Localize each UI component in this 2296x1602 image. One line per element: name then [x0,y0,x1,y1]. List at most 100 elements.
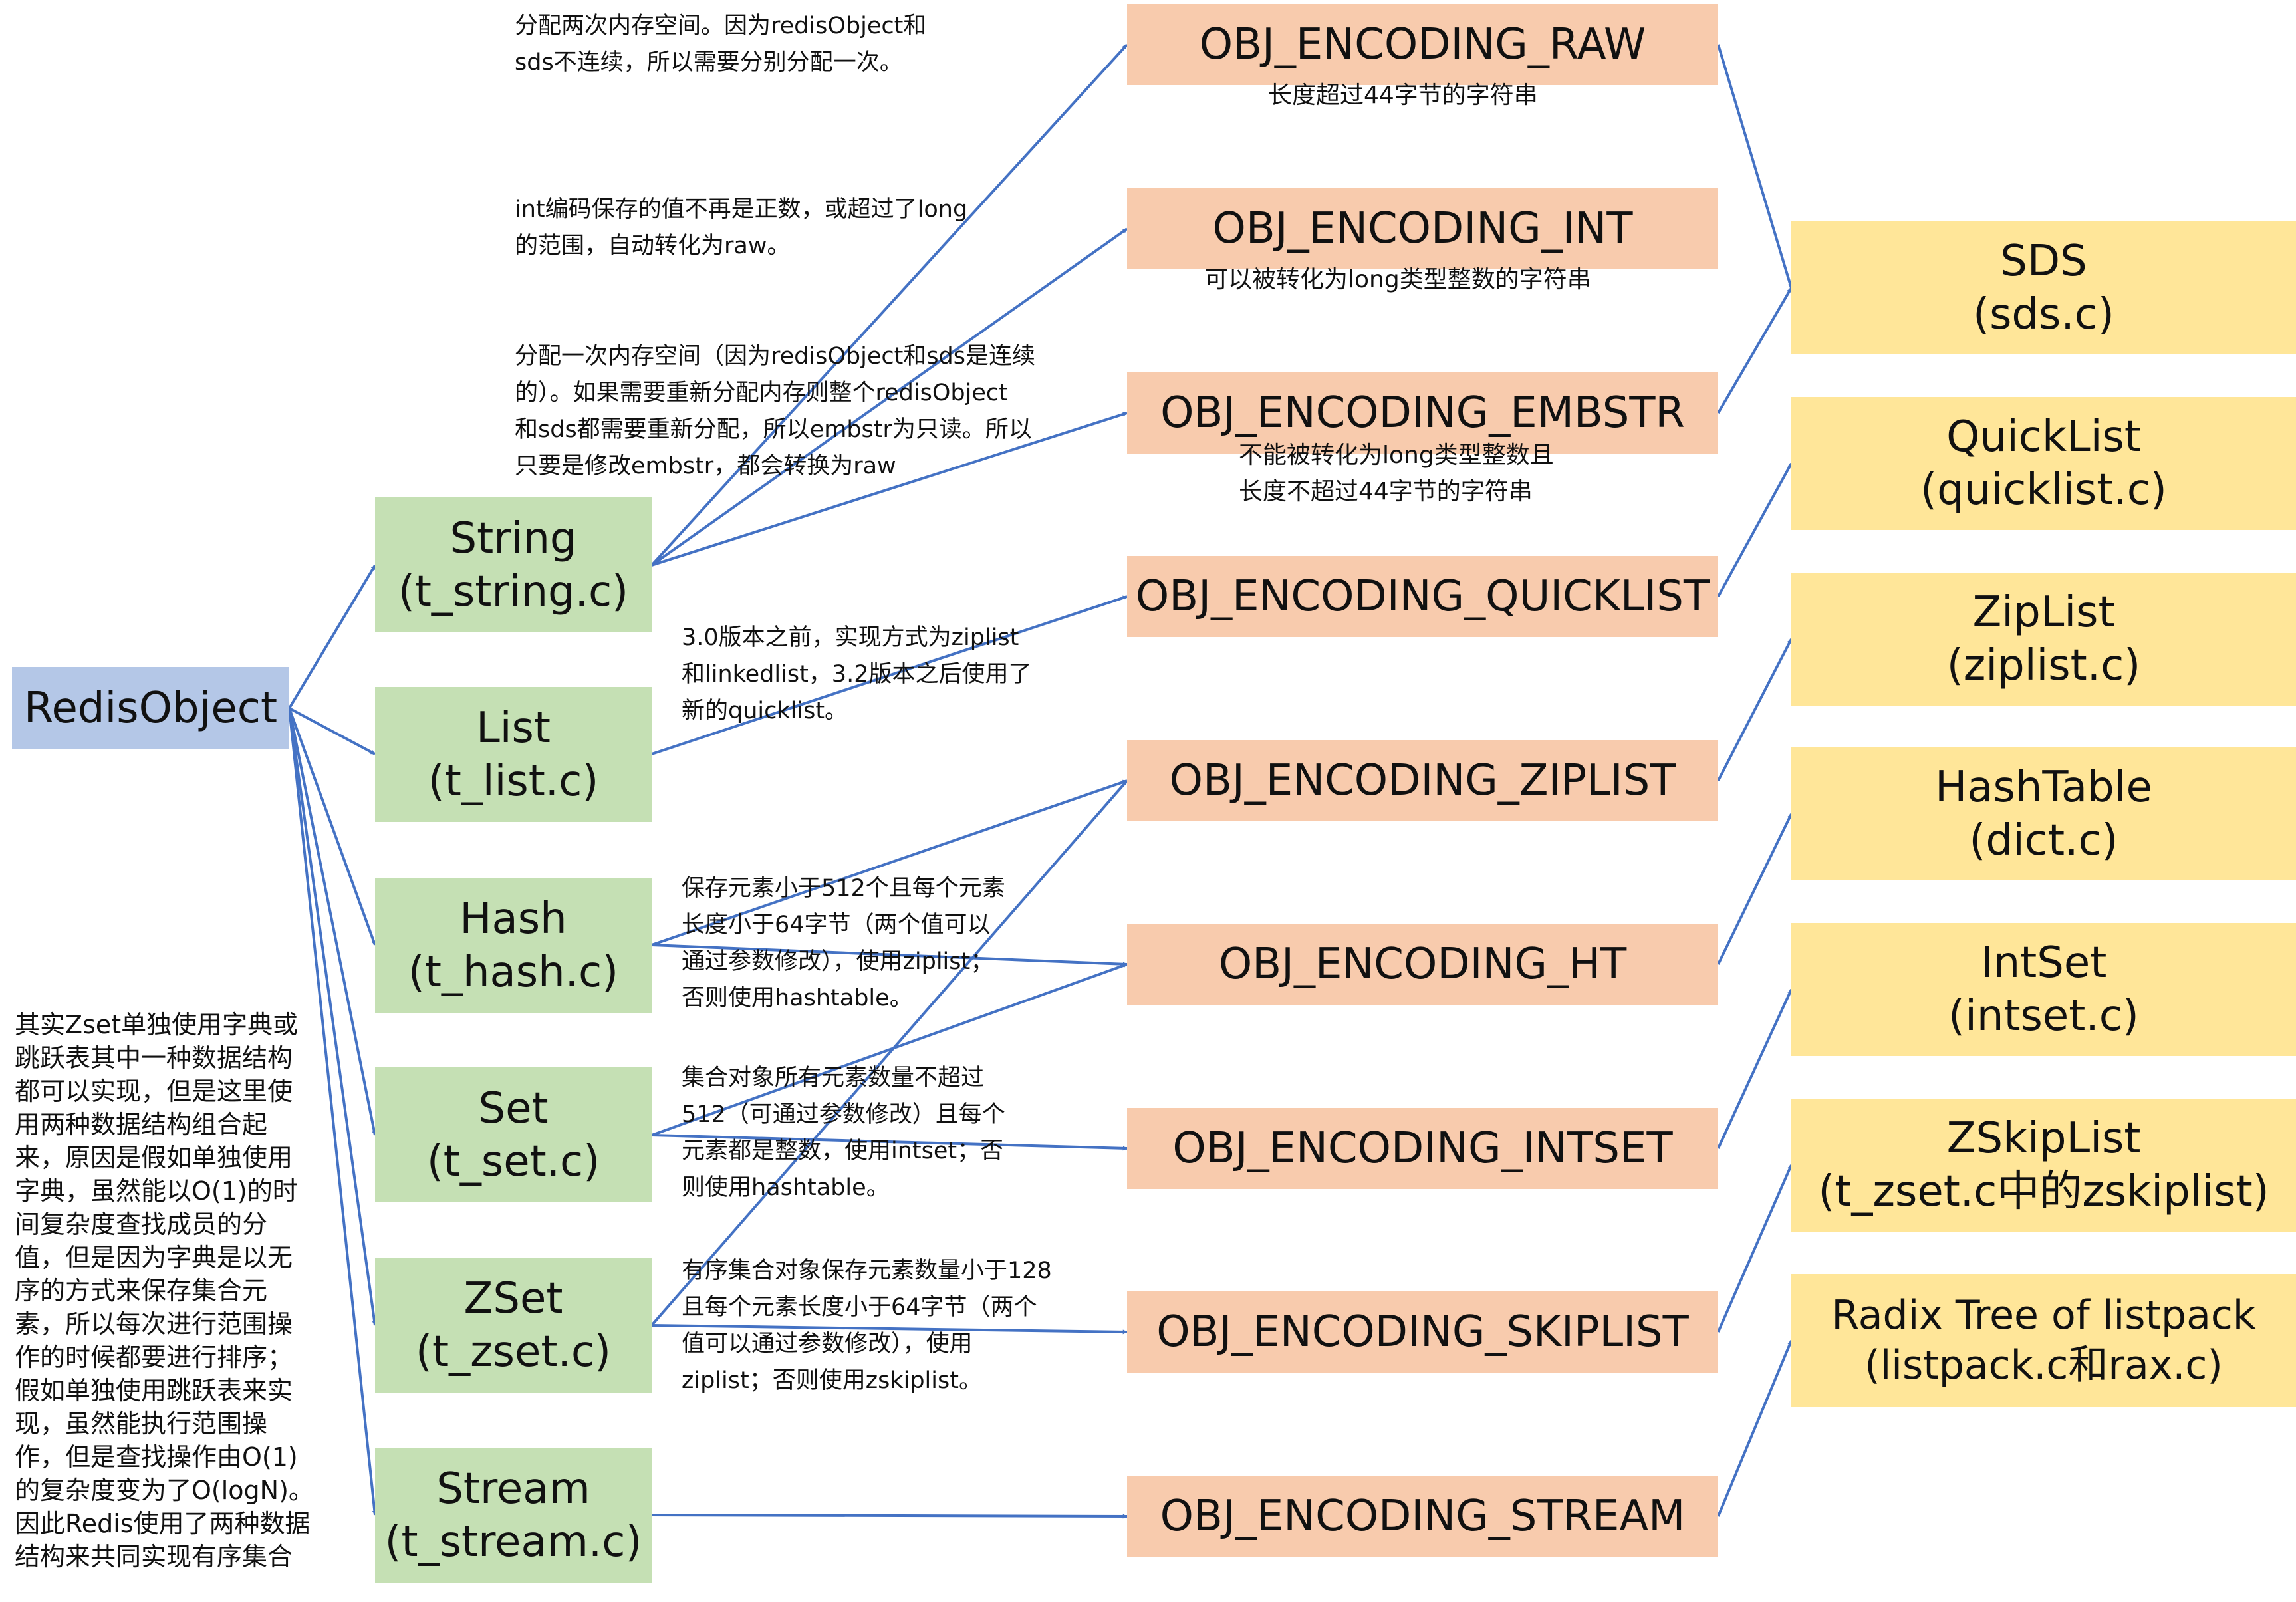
note-line: 新的quicklist。 [682,698,848,724]
note-list: 3.0版本之前，实现方式为ziplist 和linkedlist，3.2版本之后… [682,620,1031,730]
node-structure-sds: SDS (sds.c) [1791,221,2296,354]
structure-name: IntSet [1980,938,2107,988]
type-file: (t_stream.c) [384,1517,642,1567]
note-line: 值，但是因为字典是以无 [15,1243,293,1272]
node-encoding-quicklist: OBJ_ENCODING_QUICKLIST [1127,556,1718,637]
encoding-label: OBJ_ENCODING_INTSET [1172,1124,1673,1173]
structure-name: SDS [2000,237,2087,286]
encoding-label: OBJ_ENCODING_RAW [1199,20,1646,69]
desc-line: 不能被转化为long类型整数且 [1239,442,1554,469]
edge-root-to-hash [288,708,376,946]
encoding-label: OBJ_ENCODING_ZIPLIST [1169,756,1676,805]
edge-root-to-stream [288,708,377,1516]
node-type-zset: ZSet (t_zset.c) [375,1258,652,1393]
structure-file: (ziplist.c) [1946,641,2141,690]
note-line: 通过参数修改），使用ziplist； [682,948,994,975]
edge-string-to-embstr [651,412,1128,567]
note-line: 的范围，自动转化为raw。 [515,233,791,259]
node-encoding-ht: OBJ_ENCODING_HT [1127,924,1718,1005]
note-raw: 分配两次内存空间。因为redisObject和 sds不连续，所以需要分别分配一… [515,8,926,81]
encoding-label: OBJ_ENCODING_STREAM [1160,1492,1686,1541]
note-line: 元素都是整数，使用intset；否 [682,1138,1004,1164]
note-line: 分配两次内存空间。因为redisObject和 [515,13,927,39]
note-line: sds不连续，所以需要分别分配一次。 [515,49,903,76]
type-file: (t_zset.c) [416,1327,611,1377]
edge-root-to-list [289,707,376,755]
note-line: 作，但是查找操作由O(1) [15,1442,298,1472]
type-name: List [476,703,551,753]
structure-name: QuickList [1946,412,2141,462]
edge-ziplist-to-ziplist [1717,638,1793,781]
edge-hash-to-ht [651,944,1128,967]
node-encoding-skiplist: OBJ_ENCODING_SKIPLIST [1127,1291,1718,1373]
note-embstr: 分配一次内存空间（因为redisObject和sds是连续 的）。如果需要重新分… [515,338,1035,485]
encoding-label: OBJ_ENCODING_HT [1218,940,1627,989]
note-line: 其实Zset单独使用字典或 [15,1010,299,1039]
edge-embstr-to-sds [1717,287,1793,414]
type-file: (t_hash.c) [408,947,619,997]
note-line: 保存元素小于512个且每个元素 [682,875,1005,902]
edge-list-to-quicklist [651,595,1128,755]
note-zset: 有序集合对象保存元素数量小于128 且每个元素长度小于64字节（两个 值可以通过… [682,1253,1052,1399]
note-zset-explanation: 其实Zset单独使用字典或 跳跃表其中一种数据结构 都可以实现，但是这里使 用两… [15,1008,314,1573]
edge-root-to-string [288,564,376,710]
node-type-hash: Hash (t_hash.c) [375,878,652,1013]
note-line: 都可以实现，但是这里使 [15,1077,293,1106]
encoding-raw-desc: 长度超过44字节的字符串 [1268,77,1538,114]
encoding-label: OBJ_ENCODING_SKIPLIST [1156,1307,1689,1357]
note-set: 集合对象所有元素数量不超过 512（可通过参数修改）且每个 元素都是整数，使用i… [682,1060,1005,1206]
edge-quicklist-to-quicklist [1717,463,1793,597]
note-line: 因此Redis使用了两种数据 [15,1509,311,1538]
note-line: 结构来共同实现有序集合 [15,1542,293,1571]
structure-file: (t_zset.c中的zskiplist) [1818,1167,2269,1216]
desc-line: 长度超过44字节的字符串 [1268,82,1538,109]
structure-name: ZipList [1972,588,2115,637]
note-line: 值可以通过参数修改），使用 [682,1331,973,1357]
note-line: 来，原因是假如单独使用 [15,1143,293,1172]
encoding-label: OBJ_ENCODING_EMBSTR [1160,388,1685,438]
note-line: 和sds都需要重新分配，所以embstr为只读。所以 [515,416,1032,443]
note-line: 长度小于64字节（两个值可以 [682,912,991,938]
structure-file: (dict.c) [1969,816,2118,865]
structure-name: ZSkipList [1946,1114,2141,1163]
encoding-embstr-desc: 不能被转化为long类型整数且 长度不超过44字节的字符串 [1239,437,1554,510]
note-line: 集合对象所有元素数量不超过 [682,1065,985,1091]
edge-zset-to-ziplist [650,779,1128,1327]
edge-set-to-intset [651,1134,1128,1151]
edge-stream-to-stream [651,1514,1128,1519]
note-int: int编码保存的值不再是正数，或超过了long 的范围，自动转化为raw。 [515,192,967,265]
note-line: 只要是修改embstr，都会转换为raw [515,453,896,479]
type-name: Stream [436,1464,590,1514]
node-encoding-int: OBJ_ENCODING_INT [1127,188,1718,269]
edge-root-to-zset [288,708,377,1326]
edge-skiplist-to-zskiplist [1717,1164,1793,1333]
note-line: 的）。如果需要重新分配内存则整个redisObject [515,380,1008,406]
note-line: 字典，虽然能以O(1)的时 [15,1176,298,1206]
desc-line: 长度不超过44字节的字符串 [1239,478,1533,505]
edge-string-to-int [650,227,1128,567]
node-encoding-ziplist: OBJ_ENCODING_ZIPLIST [1127,740,1718,821]
encoding-label: OBJ_ENCODING_QUICKLIST [1135,572,1710,621]
note-line: 有序集合对象保存元素数量小于128 [682,1258,1052,1284]
structure-file: (sds.c) [1973,290,2114,339]
node-type-stream: Stream (t_stream.c) [375,1448,652,1583]
node-redisobject: RedisObject [12,667,289,749]
edge-intset-to-intset [1717,989,1793,1149]
note-line: 512（可通过参数修改）且每个 [682,1101,1005,1128]
node-structure-quicklist: QuickList (quicklist.c) [1791,397,2296,530]
encoding-int-desc: 可以被转化为long类型整数的字符串 [1204,261,1591,298]
note-line: 序的方式来保存集合元 [15,1276,268,1305]
note-line: 现，虽然能执行范围操 [15,1409,268,1438]
node-structure-zskiplist: ZSkipList (t_zset.c中的zskiplist) [1791,1099,2296,1232]
note-line: 否则使用hashtable。 [682,985,913,1011]
note-line: int编码保存的值不再是正数，或超过了long [515,196,968,223]
note-line: 和linkedlist，3.2版本之后使用了 [682,661,1032,688]
node-structure-intset: IntSet (intset.c) [1791,923,2296,1056]
note-line: 的复杂度变为了O(logN)。 [15,1476,314,1505]
edge-stream-to-radix-tree [1717,1340,1793,1517]
edge-hash-to-ziplist [651,779,1128,946]
note-line: 3.0版本之前，实现方式为ziplist [682,624,1019,651]
node-encoding-stream: OBJ_ENCODING_STREAM [1127,1476,1718,1557]
